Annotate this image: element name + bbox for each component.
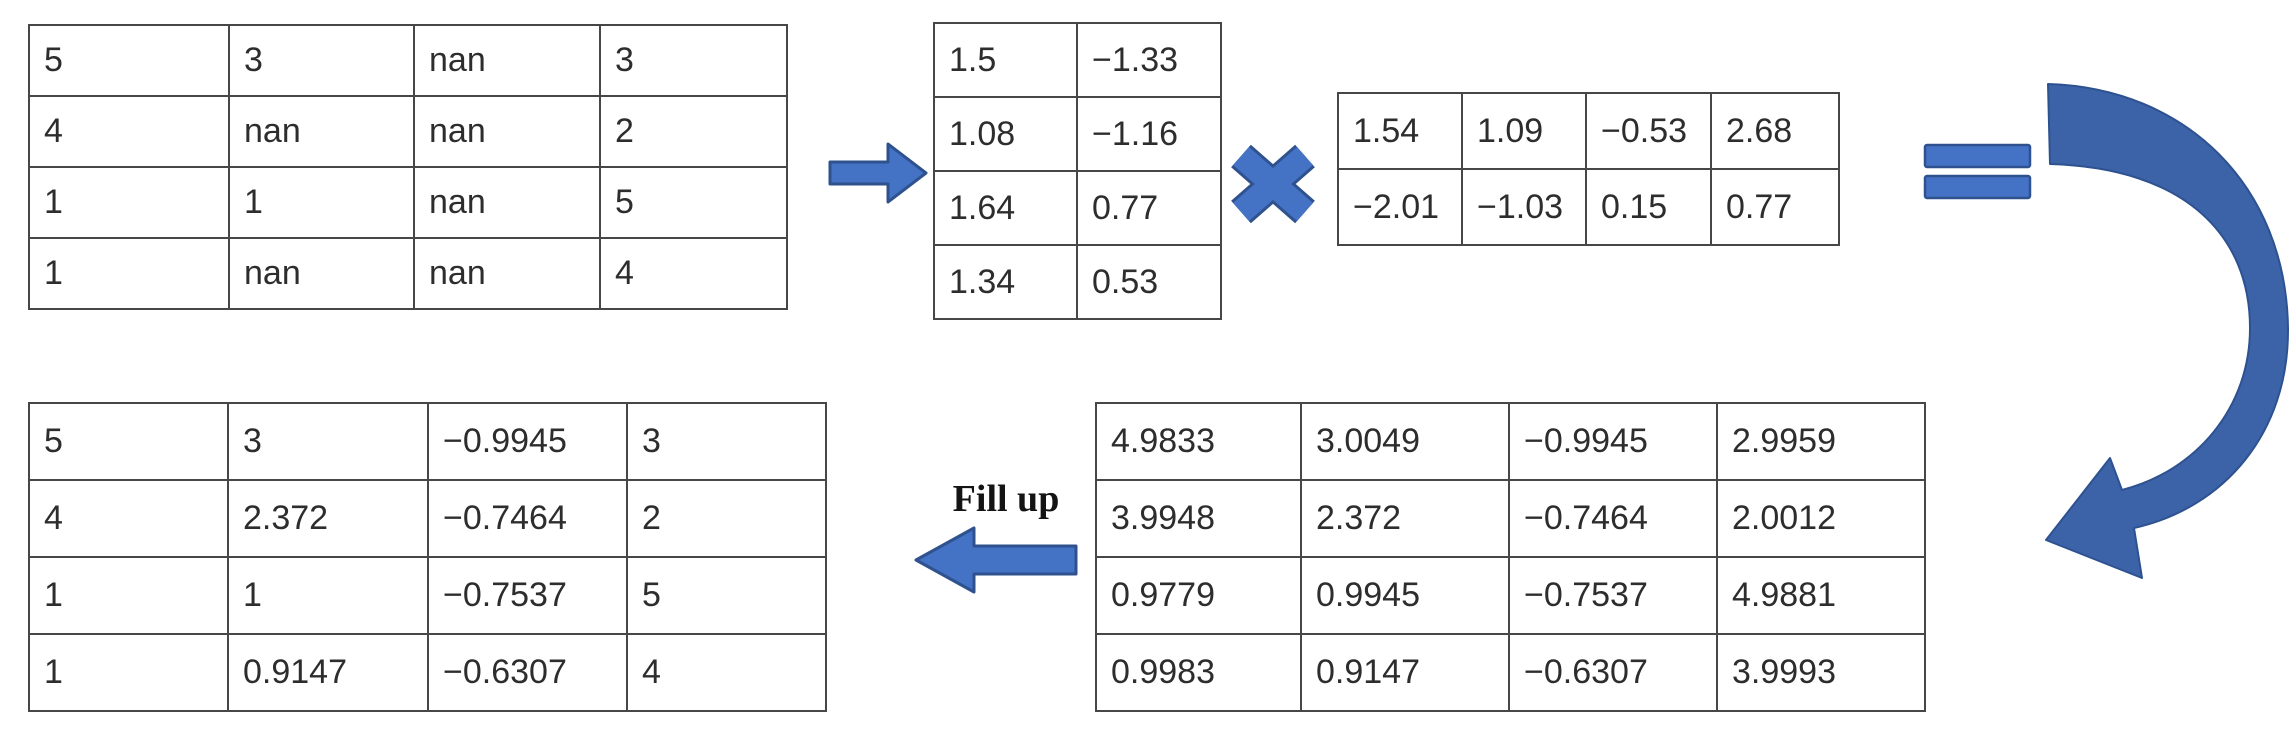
cell: 3 <box>228 24 415 97</box>
filled-matrix-table: 5 3 −0.9945 3 4 2.372 −0.7464 2 1 1 −0.7… <box>28 402 827 712</box>
cell: 1 <box>28 237 230 310</box>
table-row: 4 2.372 −0.7464 2 <box>28 479 827 558</box>
table-row: 1.64 0.77 <box>933 170 1222 246</box>
cell: −0.7537 <box>427 556 628 635</box>
cell: 3.9948 <box>1095 479 1302 558</box>
table-row: 5 3 −0.9945 3 <box>28 402 827 481</box>
cell: −0.7537 <box>1508 556 1718 635</box>
left-factor-table: 1.5 −1.33 1.08 −1.16 1.64 0.77 1.34 0.53 <box>933 22 1222 320</box>
cell: −0.9945 <box>427 402 628 481</box>
cell: 3 <box>626 402 827 481</box>
table-row: 1 1 nan 5 <box>28 166 788 239</box>
equals-icon <box>1923 143 2032 200</box>
cell: 3.0049 <box>1300 402 1510 481</box>
cell: 4.9881 <box>1716 556 1926 635</box>
fill-up-label: Fill up <box>952 478 1060 520</box>
cell: 5 <box>28 402 229 481</box>
cell: 2.0012 <box>1716 479 1926 558</box>
cell: 1.34 <box>933 244 1078 320</box>
cell: 2 <box>599 95 788 168</box>
table-row: 5 3 nan 3 <box>28 24 788 97</box>
table-row: 3.9948 2.372 −0.7464 2.0012 <box>1095 479 1926 558</box>
cell: −1.33 <box>1076 22 1222 98</box>
cell: −0.6307 <box>1508 633 1718 712</box>
cell: 1 <box>228 166 415 239</box>
cell: 1.54 <box>1337 92 1463 170</box>
left-arrow-icon <box>914 526 1078 594</box>
cell: 0.9945 <box>1300 556 1510 635</box>
right-factor-table: 1.54 1.09 −0.53 2.68 −2.01 −1.03 0.15 0.… <box>1337 92 1840 246</box>
cell: 0.9983 <box>1095 633 1302 712</box>
cell: −2.01 <box>1337 168 1463 246</box>
right-arrow-icon <box>828 142 928 204</box>
cell: −0.7464 <box>427 479 628 558</box>
cell: 0.77 <box>1076 170 1222 246</box>
cell: 0.15 <box>1585 168 1712 246</box>
cell: −1.16 <box>1076 96 1222 172</box>
table-row: 4 nan nan 2 <box>28 95 788 168</box>
table-row: 4.9833 3.0049 −0.9945 2.9959 <box>1095 402 1926 481</box>
table-row: 1.08 −1.16 <box>933 96 1222 172</box>
cell: 1.08 <box>933 96 1078 172</box>
cell: 4 <box>28 479 229 558</box>
cell: 4 <box>599 237 788 310</box>
cell: 1 <box>227 556 429 635</box>
cell: 2.372 <box>227 479 429 558</box>
cell: 0.9779 <box>1095 556 1302 635</box>
cell: −0.7464 <box>1508 479 1718 558</box>
cell: 5 <box>626 556 827 635</box>
cell: 4.9833 <box>1095 402 1302 481</box>
table-row: 1 nan nan 4 <box>28 237 788 310</box>
cell: 0.77 <box>1710 168 1840 246</box>
table-row: 1 0.9147 −0.6307 4 <box>28 633 827 712</box>
cell: nan <box>413 24 601 97</box>
table-row: 1.54 1.09 −0.53 2.68 <box>1337 92 1840 170</box>
cell: 4 <box>626 633 827 712</box>
cell: 2.68 <box>1710 92 1840 170</box>
table-row: −2.01 −1.03 0.15 0.77 <box>1337 168 1840 246</box>
cell: 1 <box>28 166 230 239</box>
cell: nan <box>413 95 601 168</box>
cell: 1.64 <box>933 170 1078 246</box>
cell: 1.09 <box>1461 92 1587 170</box>
cell: 1.5 <box>933 22 1078 98</box>
cell: 1 <box>28 633 229 712</box>
cell: 1 <box>28 556 229 635</box>
cell: 5 <box>28 24 230 97</box>
cell: 2.9959 <box>1716 402 1926 481</box>
cell: nan <box>413 237 601 310</box>
cell: −0.9945 <box>1508 402 1718 481</box>
table-row: 0.9983 0.9147 −0.6307 3.9993 <box>1095 633 1926 712</box>
table-row: 1 1 −0.7537 5 <box>28 556 827 635</box>
cell: 3.9993 <box>1716 633 1926 712</box>
cell: 4 <box>28 95 230 168</box>
cell: 2 <box>626 479 827 558</box>
table-row: 1.34 0.53 <box>933 244 1222 320</box>
cell: 3 <box>599 24 788 97</box>
cell: nan <box>413 166 601 239</box>
cell: 0.9147 <box>227 633 429 712</box>
cell: 5 <box>599 166 788 239</box>
multiply-icon <box>1231 144 1315 224</box>
cell: 0.9147 <box>1300 633 1510 712</box>
curved-down-arrow-icon <box>2045 83 2290 579</box>
cell: 2.372 <box>1300 479 1510 558</box>
cell: 0.53 <box>1076 244 1222 320</box>
cell: −0.6307 <box>427 633 628 712</box>
cell: −1.03 <box>1461 168 1587 246</box>
table-row: 0.9779 0.9945 −0.7537 4.9881 <box>1095 556 1926 635</box>
cell: 3 <box>227 402 429 481</box>
original-matrix-table: 5 3 nan 3 4 nan nan 2 1 1 nan 5 1 nan na… <box>28 24 788 310</box>
table-row: 1.5 −1.33 <box>933 22 1222 98</box>
cell: nan <box>228 237 415 310</box>
product-matrix-table: 4.9833 3.0049 −0.9945 2.9959 3.9948 2.37… <box>1095 402 1926 712</box>
cell: −0.53 <box>1585 92 1712 170</box>
cell: nan <box>228 95 415 168</box>
